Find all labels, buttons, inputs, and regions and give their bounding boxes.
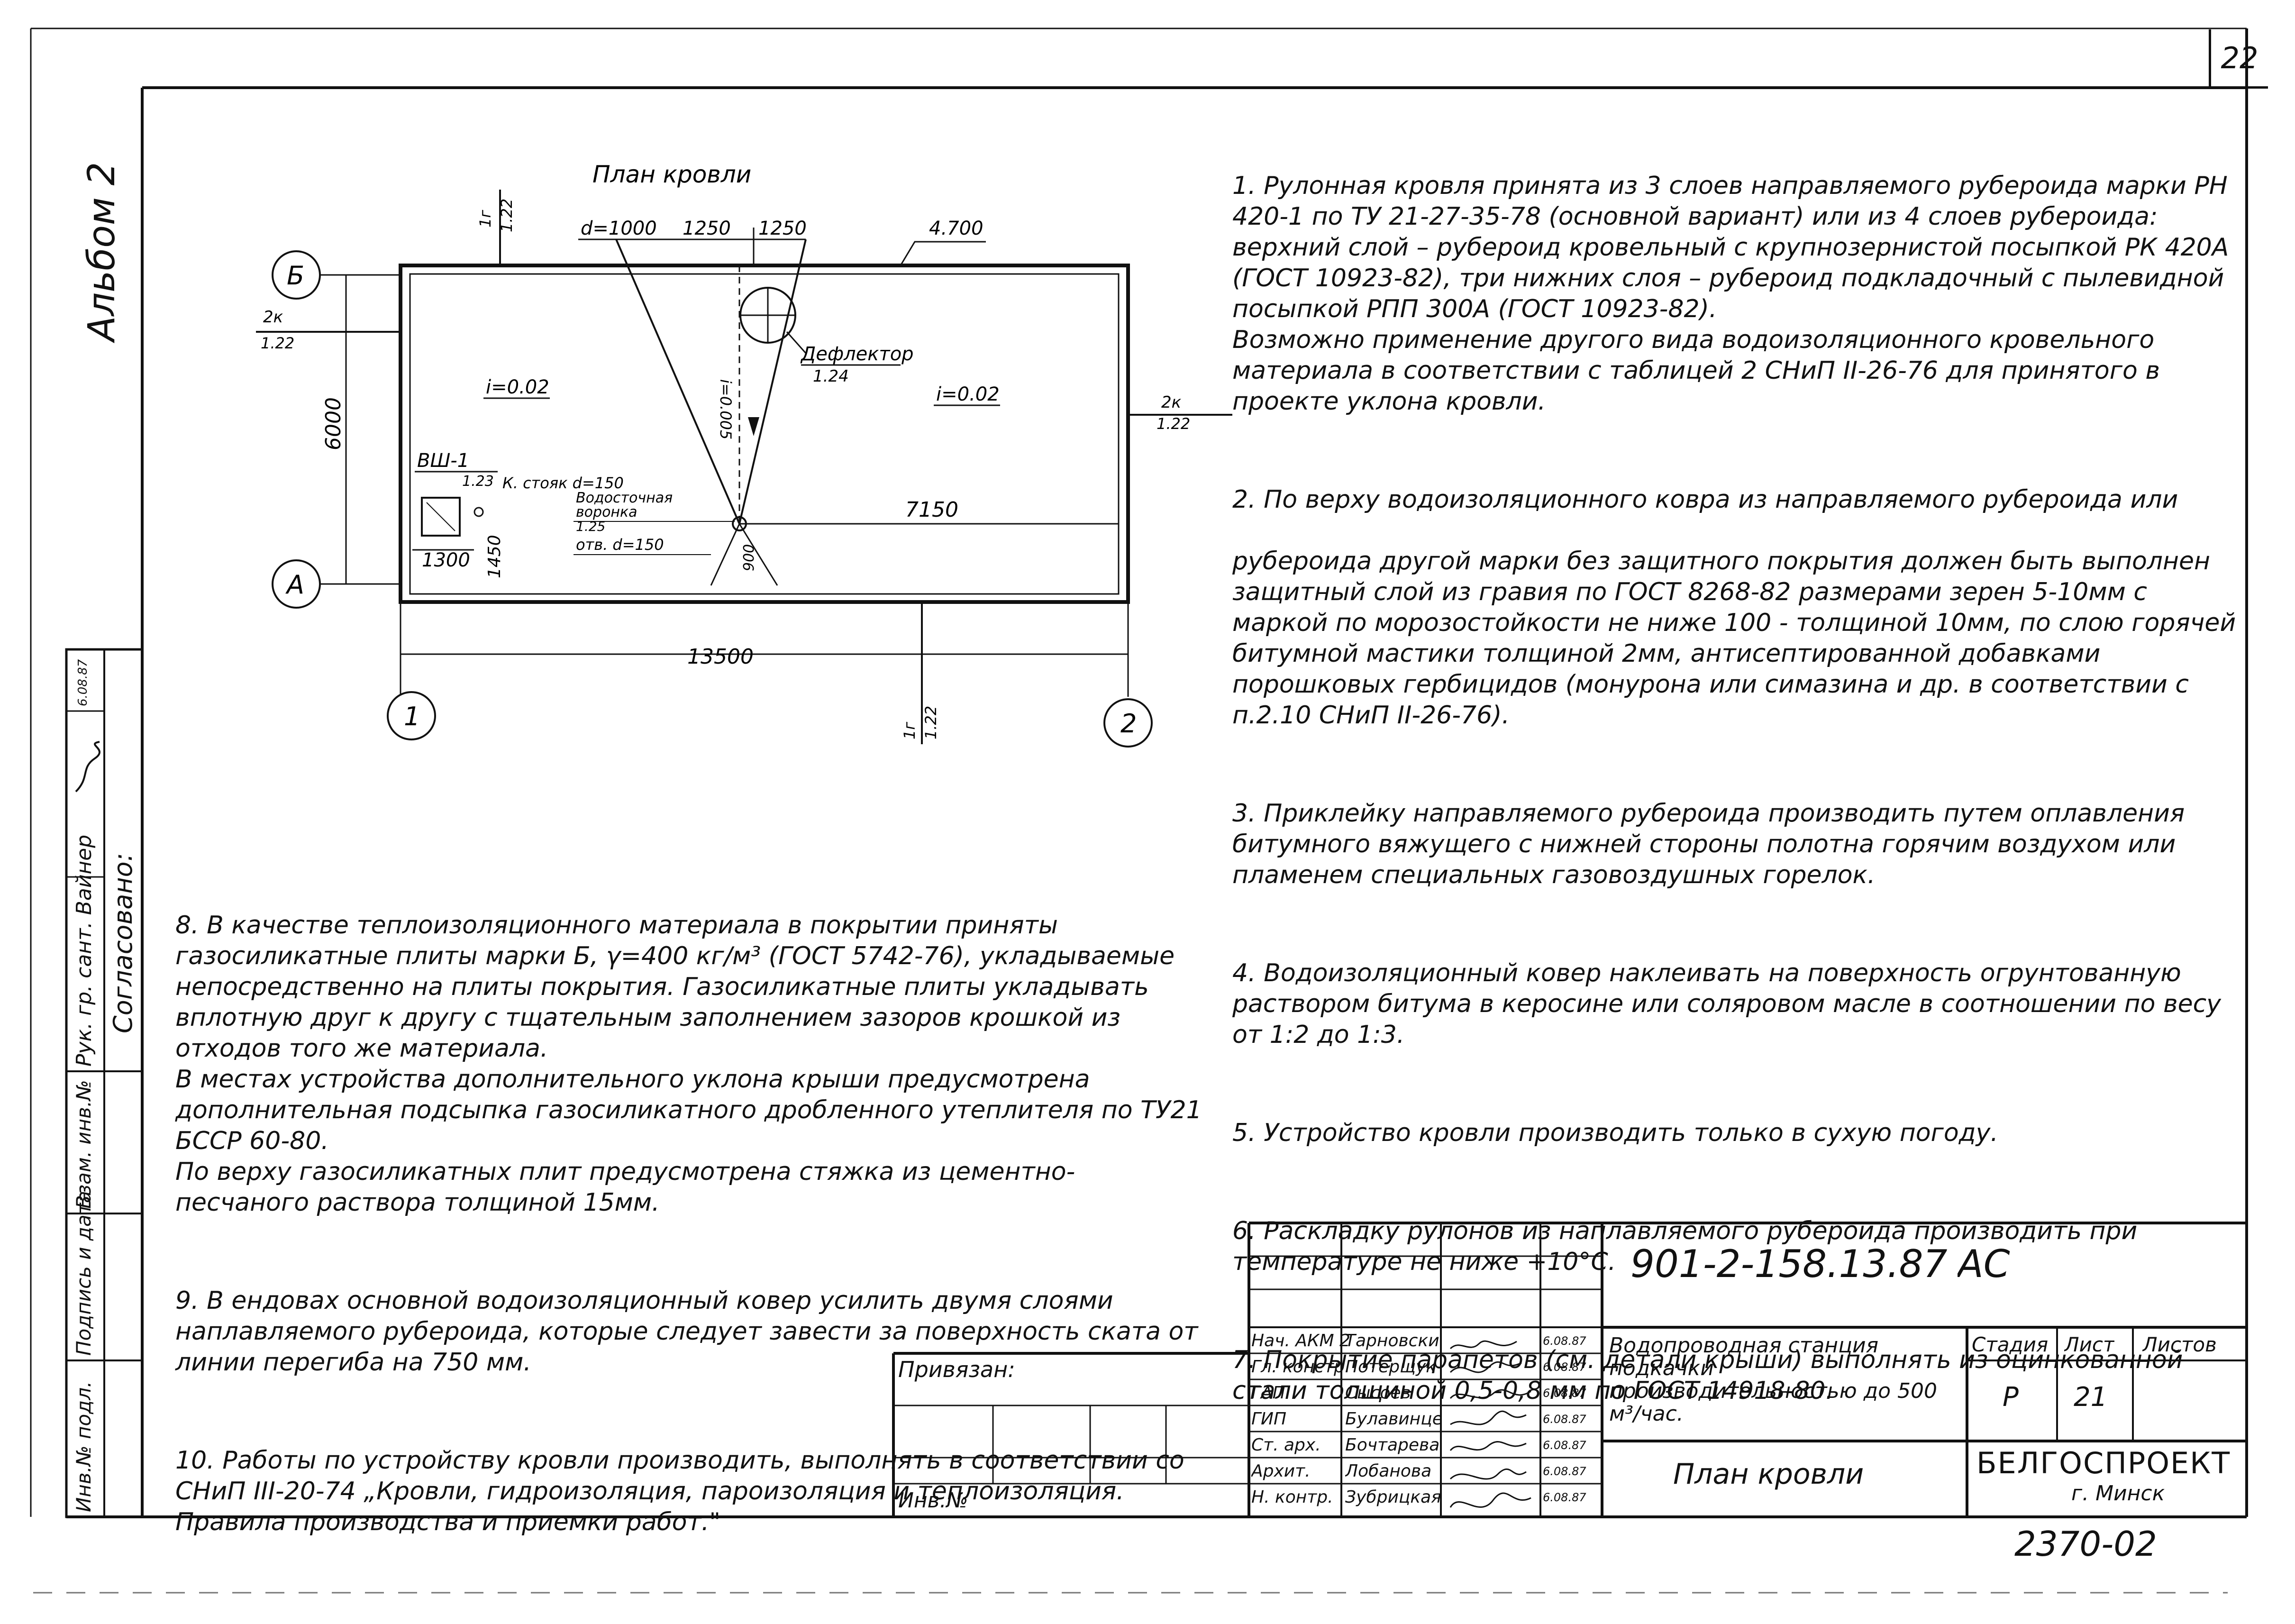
vsh-label: ВШ-1 bbox=[417, 450, 469, 472]
date-6: 6.08.87 bbox=[1543, 1491, 1586, 1504]
signature-3 bbox=[1449, 1389, 1531, 1399]
axis-bubble-a bbox=[272, 559, 321, 609]
dim-7150: 7150 bbox=[905, 498, 958, 522]
funnel-symbol bbox=[732, 516, 747, 531]
funnel-label-1: Водосточная bbox=[576, 490, 673, 506]
axis-bubble-1 bbox=[387, 691, 436, 740]
slope-left: i=0.02 bbox=[486, 376, 549, 398]
svg-text:2: 2 bbox=[1120, 709, 1137, 739]
svg-text:1.22: 1.22 bbox=[261, 334, 294, 352]
dim-1250-a: 1250 bbox=[683, 218, 731, 239]
signature-1 bbox=[1449, 1340, 1517, 1350]
note-7: 7. Покрытие парапетов (см. детали крыши)… bbox=[1232, 1346, 2191, 1405]
signature-7 bbox=[1449, 1492, 1531, 1508]
date-4: 6.08.87 bbox=[1543, 1439, 1586, 1452]
role-4: Ст. арх. bbox=[1251, 1435, 1321, 1455]
date-2: 6.08.87 bbox=[1543, 1387, 1586, 1400]
svg-text:1: 1 bbox=[404, 702, 420, 731]
side-signature bbox=[75, 741, 100, 793]
svg-text:1г: 1г bbox=[901, 722, 919, 739]
role-1: Гл. констр. bbox=[1251, 1357, 1350, 1377]
dim-13500: 13500 bbox=[687, 645, 754, 669]
note-4: 4. Водоизоляционный ковер наклеивать на … bbox=[1232, 959, 2229, 1049]
svg-text:2к: 2к bbox=[263, 308, 283, 327]
axis-bubble-2 bbox=[1103, 698, 1153, 748]
deflector-label: Дефлектор bbox=[800, 343, 914, 365]
funnel-label-2: воронка bbox=[576, 504, 638, 520]
slope-mid: i=0.005 bbox=[717, 379, 735, 439]
dim-1300: 1300 bbox=[422, 549, 470, 571]
date-0: 6.08.87 bbox=[1543, 1334, 1586, 1348]
stage-value: Р bbox=[2003, 1382, 2019, 1413]
sheet-number: 22 bbox=[2209, 29, 2268, 89]
notes-right: 1. Рулонная кровля принята из 3 слоев на… bbox=[1232, 109, 2242, 1443]
roof-inner-outline bbox=[409, 273, 1120, 595]
stamp-privyazan: Привязан: bbox=[898, 1357, 1015, 1382]
slope-right: i=0.02 bbox=[936, 383, 1000, 405]
name-1: Потерщук bbox=[1345, 1357, 1437, 1377]
dim-d1000: d=1000 bbox=[581, 218, 657, 239]
svg-text:1г: 1г bbox=[476, 210, 494, 228]
roof-outline bbox=[399, 264, 1130, 604]
svg-text:1.22: 1.22 bbox=[498, 199, 516, 232]
stamp-code: 901-2-158.13.87 bbox=[1630, 1242, 1948, 1286]
stamp-mark: АС bbox=[1958, 1242, 2010, 1286]
dim-6000: 6000 bbox=[321, 397, 346, 450]
signature-6 bbox=[1449, 1468, 1527, 1480]
name-2: Сысоев bbox=[1345, 1383, 1411, 1403]
name-0: Тарновский bbox=[1345, 1331, 1440, 1350]
svg-text:1.22: 1.22 bbox=[1157, 415, 1190, 433]
signature-4 bbox=[1450, 1410, 1527, 1425]
object-title: Водопроводная станция подкачки производи… bbox=[1609, 1334, 1938, 1425]
role-5: Архит. bbox=[1251, 1461, 1311, 1481]
svg-text:2к: 2к bbox=[1161, 393, 1182, 412]
dim-1450: 1450 bbox=[485, 535, 504, 578]
sheets-header: Листов bbox=[2142, 1333, 2217, 1356]
org-name: БЕЛГОСПРОЕКТ bbox=[1976, 1446, 2231, 1480]
svg-text:А: А bbox=[285, 570, 304, 600]
dim-1250-b: 1250 bbox=[758, 218, 807, 239]
level-mark: 4.700 bbox=[929, 218, 984, 239]
stamp-inv-no: Инв.№ bbox=[898, 1488, 968, 1513]
note-8: 8. В качестве теплоизоляционного материа… bbox=[175, 911, 1202, 1217]
note-9: 9. В ендовах основной водоизоляционный к… bbox=[175, 1286, 1206, 1377]
role-3: ГИП bbox=[1251, 1409, 1287, 1429]
stage-header: Стадия bbox=[1972, 1333, 2049, 1356]
note-3: 3. Приклейку направляемого рубероида про… bbox=[1232, 799, 2193, 889]
hole-label: отв. d=150 bbox=[576, 536, 664, 554]
sheet-header: Лист bbox=[2064, 1333, 2115, 1356]
name-3: Булавинцев bbox=[1345, 1409, 1440, 1429]
role-6: Н. контр. bbox=[1251, 1487, 1333, 1507]
riser-label: К. стояк d=150 bbox=[502, 474, 624, 492]
svg-text:1.22: 1.22 bbox=[922, 706, 940, 739]
date-5: 6.08.87 bbox=[1543, 1465, 1586, 1478]
org-city: г. Минск bbox=[2071, 1481, 2165, 1505]
signature-5 bbox=[1449, 1441, 1527, 1451]
vsh-ref: 1.23 bbox=[462, 473, 494, 490]
plan-title: План кровли bbox=[592, 161, 751, 188]
date-1: 6.08.87 bbox=[1543, 1360, 1586, 1374]
note-5: 5. Устройство кровли производить только … bbox=[1232, 1119, 1998, 1147]
note-2: 2. По верху водоизоляционного ковра из н… bbox=[1232, 485, 2236, 730]
drawing-title: План кровли bbox=[1673, 1458, 1864, 1491]
sheet-value: 21 bbox=[2074, 1382, 2108, 1413]
role-0: Нач. АКМ 2 bbox=[1251, 1331, 1350, 1350]
dim-900: 900 bbox=[741, 544, 757, 571]
deflector-ref: 1.24 bbox=[813, 367, 849, 386]
svg-text:Б: Б bbox=[287, 261, 304, 291]
axis-bubble-b bbox=[272, 250, 321, 300]
name-5: Лобанова bbox=[1345, 1461, 1432, 1481]
role-2: ГАП bbox=[1251, 1383, 1285, 1403]
name-4: Бочтарева bbox=[1345, 1435, 1440, 1455]
archive-number: 2370-02 bbox=[2014, 1524, 2157, 1564]
signature-2 bbox=[1449, 1361, 1522, 1373]
vent-shaft-symbol bbox=[421, 497, 461, 537]
name-6: Зубрицкая bbox=[1345, 1487, 1440, 1507]
note-1: 1. Рулонная кровля принята из 3 слоев на… bbox=[1232, 172, 2229, 416]
date-3: 6.08.87 bbox=[1543, 1413, 1586, 1426]
